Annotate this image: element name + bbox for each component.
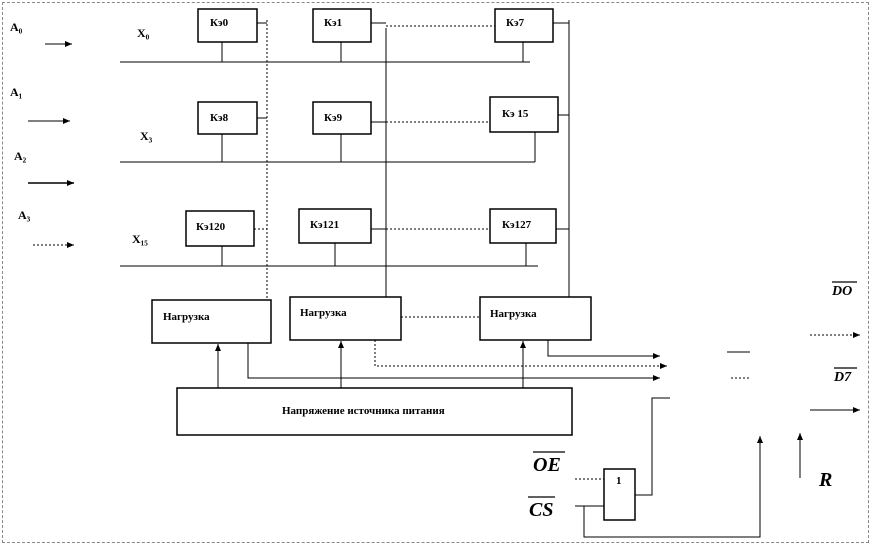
address-inputs	[28, 41, 74, 248]
cell-120	[185, 210, 255, 247]
power-supply-label: Напряжение источника питания	[282, 405, 445, 417]
row-label-x0: X₀	[137, 26, 150, 40]
cell-1-label: Кэ1	[324, 17, 342, 29]
cell-15	[489, 96, 559, 133]
buffer-marks	[727, 351, 750, 379]
cell-127-label: Кэ127	[502, 219, 532, 231]
control-lines	[575, 397, 803, 538]
cell-15-label: Кэ 15	[502, 108, 529, 120]
word-lines	[120, 61, 538, 267]
input-label-a0: A₀	[10, 20, 23, 34]
r-signal-label: R	[818, 469, 832, 491]
row-label-x3: X₃	[140, 129, 153, 143]
d7-output-label: D7	[833, 370, 852, 385]
do-output-label: DO	[831, 284, 852, 299]
cell-121-label: Кэ121	[310, 219, 339, 231]
cell-0	[197, 8, 258, 43]
load-blocks	[151, 296, 592, 344]
cell-120-label: Кэ120	[196, 221, 226, 233]
load-block-1	[151, 299, 272, 344]
cell-8	[197, 101, 258, 135]
input-label-a2: A₂	[14, 149, 27, 163]
cell-121	[298, 208, 372, 244]
load-block-3	[479, 296, 592, 341]
cell-1	[312, 8, 372, 43]
power-feed-arrows	[215, 341, 526, 388]
or-gate-label: 1	[616, 475, 622, 487]
cs-signal-label: CS	[529, 499, 553, 521]
cell-7-label: Кэ7	[506, 17, 525, 29]
cell-0-label: Кэ0	[210, 17, 229, 29]
bit-lines	[266, 20, 570, 300]
cell-9-label: Кэ9	[324, 112, 343, 124]
load-1-label: Нагрузка	[163, 311, 210, 323]
cell-8-label: Кэ8	[210, 112, 229, 124]
input-label-a3: A₃	[18, 208, 31, 222]
power-supply-block	[176, 387, 573, 436]
cell-127	[489, 208, 557, 244]
output-arrows	[810, 332, 860, 413]
load-2-label: Нагрузка	[300, 307, 347, 319]
cell-7	[494, 8, 554, 43]
load-output-lines	[247, 340, 667, 381]
load-block-2	[289, 296, 402, 341]
input-label-a1: A₁	[10, 85, 23, 99]
cell-9	[312, 101, 372, 135]
oe-signal-label: OE	[533, 454, 561, 476]
cell-connections	[221, 22, 569, 266]
load-3-label: Нагрузка	[490, 308, 537, 320]
memory-cells	[185, 8, 559, 247]
row-label-x15: X₁₅	[132, 232, 148, 246]
